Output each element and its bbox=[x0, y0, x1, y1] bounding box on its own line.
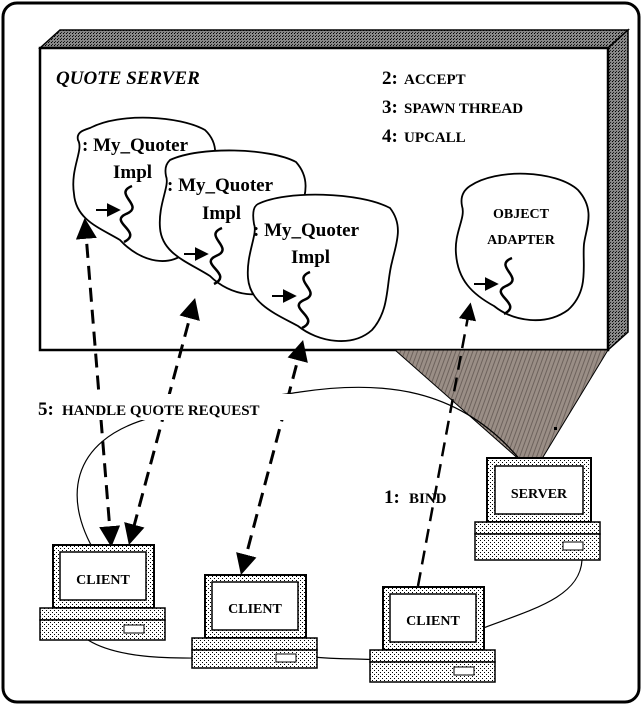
svg-text:SPAWN THREAD: SPAWN THREAD bbox=[404, 101, 523, 117]
svg-text:ACCEPT: ACCEPT bbox=[404, 72, 466, 88]
server-box-top bbox=[38, 29, 630, 49]
servant-blob-3: : My_Quoter Impl bbox=[246, 193, 399, 342]
arrow-servant-3-to-client bbox=[236, 339, 308, 576]
server-drive-slot bbox=[562, 541, 584, 551]
svg-text:2:: 2: bbox=[382, 68, 398, 89]
servant-3-thread-squiggle-icon bbox=[297, 270, 312, 330]
arrow-client-bind-to-adapter bbox=[416, 302, 477, 587]
servant-2-name: : My_Quoter bbox=[167, 175, 274, 196]
servant-2-impl: Impl bbox=[202, 203, 241, 224]
svg-text:4:: 4: bbox=[382, 126, 398, 147]
client-1-drive-slot bbox=[123, 624, 145, 634]
client-3-keyboard bbox=[369, 649, 496, 663]
client-1-keyboard bbox=[39, 607, 166, 621]
adapter-thread-squiggle-icon bbox=[499, 256, 514, 316]
servant-3-name: : My_Quoter bbox=[253, 220, 360, 241]
svg-text:1:: 1: bbox=[384, 487, 400, 508]
arrow-servant-2-to-client bbox=[124, 297, 200, 546]
client-2-screen bbox=[211, 581, 299, 631]
svg-text:HANDLE QUOTE REQUEST: HANDLE QUOTE REQUEST bbox=[62, 403, 260, 419]
svg-text:UPCALL: UPCALL bbox=[404, 130, 466, 146]
servant-2-thread-squiggle-icon bbox=[209, 226, 224, 286]
client-computer-1: CLIENT bbox=[39, 544, 166, 641]
svg-text:3:: 3: bbox=[382, 97, 398, 118]
step-accept: 2: ACCEPT bbox=[382, 68, 466, 89]
client-2-label: CLIENT bbox=[228, 602, 282, 617]
step-upcall: 4: UPCALL bbox=[382, 126, 466, 147]
server-box-side bbox=[607, 28, 629, 352]
step-handle-quote-request: 5: HANDLE QUOTE REQUEST bbox=[36, 394, 360, 420]
client-computer-2: CLIENT bbox=[191, 574, 318, 669]
stray-dot bbox=[554, 427, 557, 430]
client-2-keyboard bbox=[191, 637, 318, 651]
step-bind: 1: BIND bbox=[384, 487, 447, 508]
servant-1-thread-squiggle-icon bbox=[119, 184, 134, 244]
server-title: QUOTE SERVER bbox=[56, 68, 200, 89]
request-arrows bbox=[75, 217, 477, 587]
adapter-line-2: ADAPTER bbox=[487, 233, 556, 248]
server-label: SERVER bbox=[511, 487, 568, 502]
server-screen bbox=[494, 465, 584, 515]
servant-3-impl: Impl bbox=[291, 247, 330, 268]
server-computer: SERVER bbox=[474, 457, 601, 561]
client-3-drive-slot bbox=[453, 666, 475, 676]
arrow-servant-1-to-client bbox=[75, 217, 121, 548]
object-adapter-blob: OBJECT ADAPTER bbox=[454, 172, 590, 322]
client-1-screen bbox=[59, 551, 147, 601]
client-3-base bbox=[369, 661, 496, 683]
client-2-drive-slot bbox=[275, 653, 297, 663]
client-3-screen bbox=[389, 593, 477, 643]
client-3-label: CLIENT bbox=[406, 614, 460, 629]
svg-text:5:: 5: bbox=[38, 399, 54, 420]
servant-1-impl: Impl bbox=[113, 162, 152, 183]
svg-text:BIND: BIND bbox=[409, 491, 447, 507]
client-computer-3: CLIENT bbox=[369, 586, 496, 683]
server-keyboard bbox=[474, 521, 601, 535]
client-2-base bbox=[191, 649, 318, 669]
adapter-line-1: OBJECT bbox=[493, 207, 550, 222]
client-1-base bbox=[39, 619, 166, 641]
server-base bbox=[474, 533, 601, 561]
servant-1-name: : My_Quoter bbox=[82, 135, 189, 156]
step-spawn-thread: 3: SPAWN THREAD bbox=[382, 97, 523, 118]
client-1-label: CLIENT bbox=[76, 573, 130, 588]
